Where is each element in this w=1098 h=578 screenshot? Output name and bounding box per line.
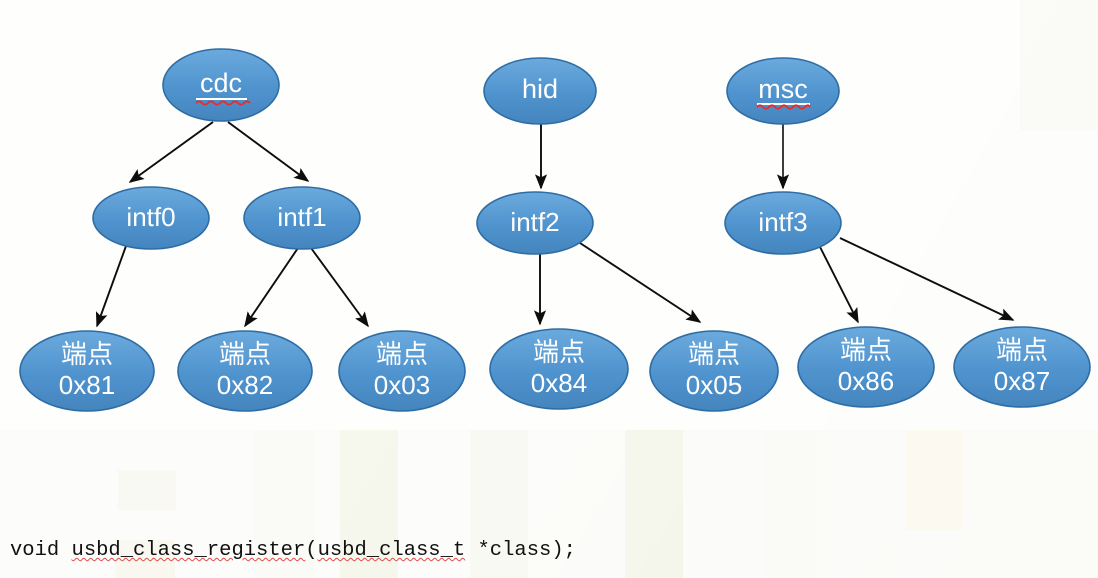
- node-intf2[interactable]: intf2: [476, 191, 594, 255]
- edge-intf0-ep81: [95, 245, 127, 328]
- code-text: void: [10, 539, 72, 562]
- node-label-line1: 端点: [840, 335, 892, 365]
- node-ellipse[interactable]: [489, 328, 629, 410]
- edges-group: [95, 121, 1015, 328]
- node-ellipse[interactable]: [19, 330, 155, 412]
- code-text: (: [305, 539, 318, 562]
- node-endpoint-0x03[interactable]: 端点 0x03: [338, 330, 466, 412]
- usb-class-tree-diagram: cdc hid msc intf0 intf1 intf2 i: [19, 48, 1091, 412]
- node-label-line2: 0x81: [59, 370, 115, 400]
- node-label: intf2: [510, 207, 559, 237]
- node-ellipse[interactable]: [953, 326, 1091, 408]
- node-intf1[interactable]: intf1: [243, 186, 361, 250]
- node-endpoint-0x81[interactable]: 端点 0x81: [19, 330, 155, 412]
- node-msc[interactable]: msc: [726, 57, 840, 125]
- node-label-line1: 端点: [533, 337, 585, 367]
- node-intf3[interactable]: intf3: [724, 191, 842, 255]
- node-intf0[interactable]: intf0: [92, 186, 210, 250]
- edge-intf2-ep05: [579, 242, 702, 323]
- node-label: intf0: [126, 202, 175, 232]
- edge-cdc-intf1: [227, 121, 310, 182]
- node-hid[interactable]: hid: [483, 57, 597, 125]
- node-label-line2: 0x05: [686, 370, 742, 400]
- node-label: intf1: [277, 202, 326, 232]
- code-line: void usbd_class_register(usbd_class_t *c…: [10, 536, 1090, 566]
- code-identifier-misspelled: usbd_class_t: [317, 539, 466, 562]
- edge-cdc-intf0: [128, 121, 214, 183]
- node-ellipse[interactable]: [476, 191, 594, 255]
- node-label-line1: 端点: [61, 339, 113, 369]
- node-endpoint-0x86[interactable]: 端点 0x86: [797, 326, 935, 408]
- node-ellipse[interactable]: [338, 330, 466, 412]
- edge-intf3-ep86: [817, 242, 859, 324]
- spellcheck-squiggle-icon: [195, 100, 251, 106]
- node-label: hid: [522, 74, 558, 104]
- edge-intf1-ep03: [310, 247, 369, 328]
- node-label: intf3: [758, 207, 807, 237]
- node-endpoint-0x87[interactable]: 端点 0x87: [953, 326, 1091, 408]
- node-label: cdc: [200, 68, 242, 98]
- spellcheck-squiggle-icon: [756, 104, 811, 110]
- code-text: *class);: [465, 539, 576, 562]
- node-ellipse[interactable]: [797, 326, 935, 408]
- node-label-line2: 0x86: [838, 366, 894, 396]
- code-identifier-misspelled: usbd_class_register: [71, 539, 306, 562]
- node-ellipse[interactable]: [724, 191, 842, 255]
- node-label-line2: 0x84: [531, 368, 587, 398]
- node-label-line2: 0x82: [217, 370, 273, 400]
- node-label: msc: [758, 74, 808, 104]
- node-endpoint-0x82[interactable]: 端点 0x82: [177, 330, 313, 412]
- node-ellipse[interactable]: [726, 57, 840, 125]
- node-ellipse[interactable]: [649, 330, 779, 412]
- node-label-line1: 端点: [376, 339, 428, 369]
- edge-intf3-ep87: [839, 237, 1015, 321]
- node-label-line2: 0x87: [994, 366, 1050, 396]
- node-label-line1: 端点: [996, 335, 1048, 365]
- node-ellipse[interactable]: [243, 186, 361, 250]
- node-cdc[interactable]: cdc: [162, 48, 280, 122]
- api-code-block: void usbd_class_register(usbd_class_t *c…: [10, 476, 1090, 578]
- node-ellipse[interactable]: [92, 186, 210, 250]
- node-label-line2: 0x03: [374, 370, 430, 400]
- node-label-line1: 端点: [219, 339, 271, 369]
- node-ellipse[interactable]: [483, 57, 597, 125]
- node-label-line1: 端点: [688, 339, 740, 369]
- node-endpoint-0x84[interactable]: 端点 0x84: [489, 328, 629, 410]
- node-endpoint-0x05[interactable]: 端点 0x05: [649, 330, 779, 412]
- node-ellipse[interactable]: [177, 330, 313, 412]
- edge-intf1-ep82: [244, 247, 299, 328]
